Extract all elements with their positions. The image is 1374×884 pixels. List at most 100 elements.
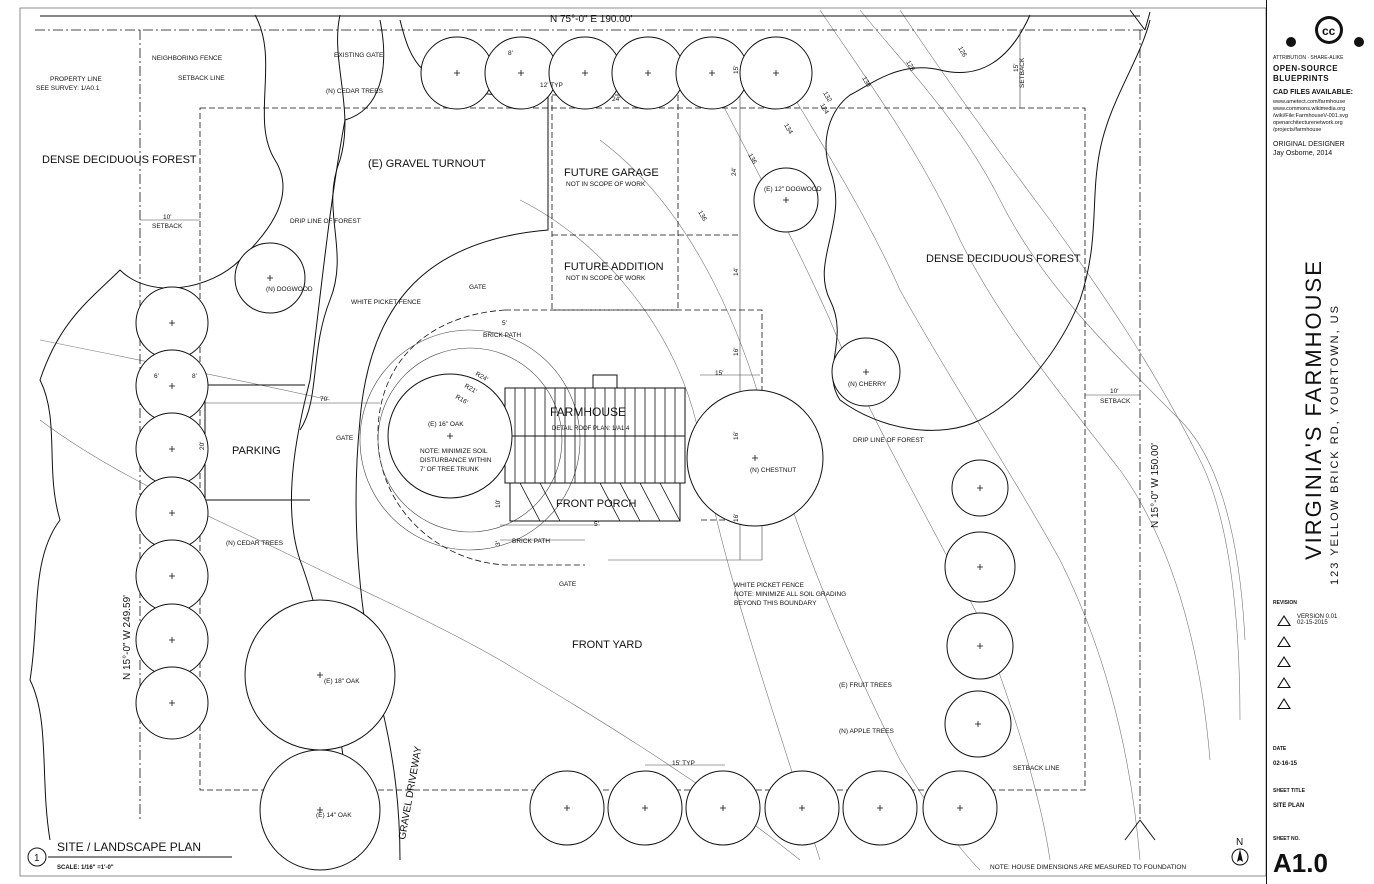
north-label: N <box>1236 837 1243 848</box>
blueprints: BLUEPRINTS <box>1273 74 1330 83</box>
revision-label: REVISION <box>1273 600 1297 606</box>
original-designer-label: ORIGINAL DESIGNER <box>1273 141 1345 148</box>
tree-trunk-marker <box>169 446 175 452</box>
url-3: /wiki/File:FarmhouseV-001.svg <box>1273 113 1348 119</box>
tree-symbol <box>946 612 1014 680</box>
dim-5a: 5' <box>502 320 507 327</box>
cc-logo: cc <box>1273 10 1369 54</box>
see-survey-label: SEE SURVEY: 1/A0.1 <box>36 85 100 92</box>
oak-14-label: (E) 14" OAK <box>316 812 352 819</box>
tree-trunk-marker <box>877 805 883 811</box>
revision-1-date: 02-15-2015 <box>1297 620 1328 626</box>
drip-line-left-label: DRIP LINE OF FOREST <box>290 218 361 225</box>
tree-symbol <box>831 337 901 407</box>
tree-trunk-marker <box>783 197 789 203</box>
tree-symbol <box>135 412 209 486</box>
setback-left-dim: 10' <box>163 214 171 221</box>
gravel-turnout-label: (E) GRAVEL TURNOUT <box>368 158 486 170</box>
cedar-trees-top-label: (N) CEDAR TREES <box>326 88 384 95</box>
tree-trunk-marker <box>645 70 651 76</box>
dim-16b: 16' <box>733 432 740 440</box>
setback-top-dim: 15' <box>1013 64 1020 72</box>
tree-trunk-marker <box>773 70 779 76</box>
existing-gate-label: EXISTING GATE <box>334 52 384 59</box>
drawing-number: 1 <box>34 853 40 864</box>
project-address: 123 YELLOW BRICK RD, YOURTOWN, US <box>1329 304 1341 585</box>
dim-24a: 24' <box>612 96 620 103</box>
topographic-contours <box>39 9 1246 871</box>
setback-right-dim: 10' <box>1110 388 1118 395</box>
oak-18-label: (E) 18" OAK <box>324 678 360 685</box>
url-4: openarchitecturenetwork.org <box>1273 120 1343 126</box>
tree-symbol <box>842 770 918 846</box>
dim-16a: 16' <box>733 348 740 356</box>
dim-24b: 24' <box>731 168 738 176</box>
chestnut-label: (N) CHESTNUT <box>750 467 796 474</box>
cc-mark: cc <box>1322 24 1336 38</box>
note-soil-2: DISTURBANCE WITHIN <box>420 457 492 464</box>
revision-row-2 <box>1277 636 1291 647</box>
tree-trunk-marker <box>977 564 983 570</box>
tree-symbol <box>135 476 209 550</box>
dim-20: 20' <box>199 442 206 450</box>
contour-label-128: 128 <box>904 60 916 73</box>
dense-forest-right-label: DENSE DECIDUOUS FOREST <box>926 253 1081 265</box>
dim-14: 14' <box>733 268 740 276</box>
tree-trunk-marker <box>642 805 648 811</box>
tree-symbols <box>135 36 1016 871</box>
plan-labels: N 75°-0" E 190.00' N 15°-0" W 249.59' N … <box>34 14 1243 871</box>
contour-label-130: 130 <box>860 76 872 89</box>
future-garage-label: FUTURE GARAGE <box>564 167 659 179</box>
scale-label: SCALE: 1/16" =1'-0" <box>57 865 114 871</box>
designer-name: Jay Osborne, 2014 <box>1273 150 1333 157</box>
tree-trunk-marker <box>169 510 175 516</box>
fruit-trees-label: (E) FRUIT TREES <box>839 682 893 689</box>
tree-symbol <box>484 36 558 110</box>
tree-trunk-marker <box>582 70 588 76</box>
attribution: ATTRIBUTION · SHARE-ALIKE <box>1273 55 1344 61</box>
tree-trunk-marker <box>799 805 805 811</box>
site-plan-drawing: N 75°-0" E 190.00' N 15°-0" W 249.59' N … <box>19 7 1266 877</box>
tree-symbol <box>944 690 1012 758</box>
revision-1-text: VERSION 0.01 <box>1297 614 1338 620</box>
contour-label-126: 126 <box>956 46 968 59</box>
tree-symbol <box>259 749 381 871</box>
tree-trunk-marker <box>709 70 715 76</box>
dogwood-12-label: (E) 12" DOGWOOD <box>764 186 822 193</box>
drip-line-right-label: DRIP LINE OF FOREST <box>853 437 924 444</box>
tree-trunk-marker <box>317 672 323 678</box>
tree-trunk-marker <box>317 807 323 813</box>
note-grading-1: NOTE: MINIMIZE ALL SOIL GRADING <box>734 591 846 598</box>
project-title: VIRGINIA'S FARMHOUSE <box>1301 259 1326 560</box>
tree-trunk-marker <box>863 369 869 375</box>
revision-triangle-icon <box>1277 636 1291 647</box>
setback-line <box>199 107 1086 791</box>
tree-trunk-marker <box>564 805 570 811</box>
tree-trunk-marker <box>169 383 175 389</box>
tree-trunk-marker <box>957 805 963 811</box>
tree-symbol <box>529 770 605 846</box>
left-bearing: N 15°-0" W 249.59' <box>122 595 133 680</box>
tree-symbol <box>951 459 1009 517</box>
tree-symbol <box>764 770 840 846</box>
tree-trunk-marker <box>447 433 453 439</box>
tree-trunk-marker <box>752 455 758 461</box>
revision-row-1: VERSION 0.01 02-15-2015 <box>1277 614 1337 626</box>
setback-right-label: SETBACK <box>1100 398 1131 405</box>
gate-bottom-label: GATE <box>559 581 577 588</box>
revision-triangle-icon <box>1277 698 1291 709</box>
dim-6: 6' <box>154 373 159 380</box>
tree-trunk-marker <box>169 573 175 579</box>
oak-16-label: (E) 16" OAK <box>428 421 464 428</box>
tree-symbol <box>420 36 494 110</box>
revision-triangle-icon <box>1277 614 1291 626</box>
contour-label-132: 132 <box>821 91 833 104</box>
farmhouse-detail: DETAIL ROOF PLAN: 1/A1.4 <box>552 426 630 432</box>
dim-16c: 16' <box>733 514 740 522</box>
revision-row-4 <box>1277 677 1291 688</box>
footer-note: NOTE: HOUSE DIMENSIONS ARE MEASURED TO F… <box>990 864 1186 871</box>
tree-trunk-marker <box>518 70 524 76</box>
revision-row-3 <box>1277 656 1291 667</box>
tree-trunk-marker <box>169 700 175 706</box>
sheet-number: A1.0 <box>1273 848 1328 878</box>
